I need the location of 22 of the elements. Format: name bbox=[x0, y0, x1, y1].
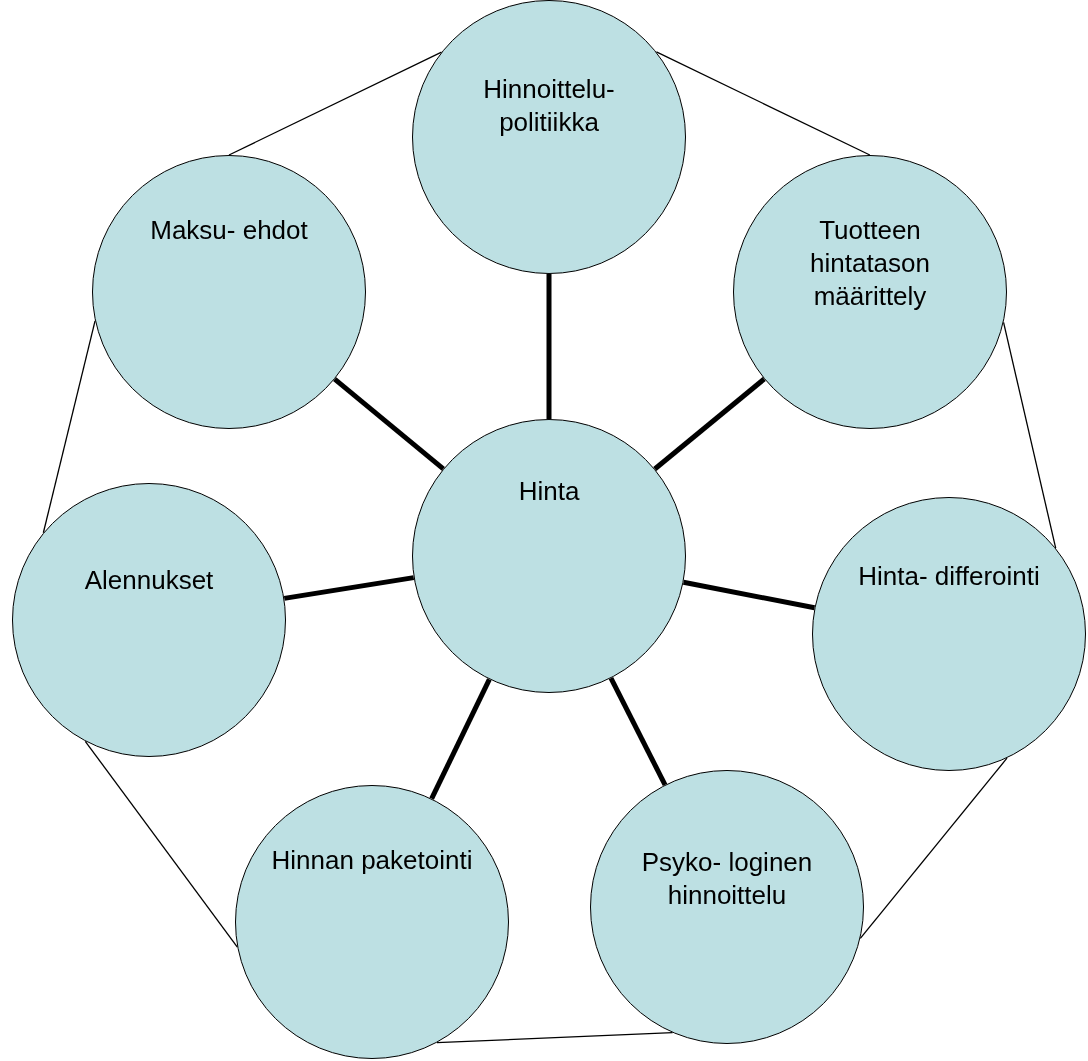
topic-label: Alennukset bbox=[83, 564, 215, 597]
connector-line bbox=[283, 575, 415, 601]
connector-line bbox=[228, 51, 443, 156]
connector-line bbox=[84, 740, 238, 948]
connector-line bbox=[42, 320, 96, 534]
topic-label: Maksu- ehdot bbox=[149, 214, 309, 247]
topic-label: Hinnan paketointi bbox=[270, 844, 474, 877]
topic-label: Hinta bbox=[517, 475, 581, 508]
connector-line bbox=[436, 1032, 674, 1044]
connector-line bbox=[608, 677, 668, 786]
connector-line bbox=[1002, 321, 1057, 549]
topic-label: Psyko- loginen hinnoittelu bbox=[640, 846, 814, 912]
topic-label: Tuotteen hintatason määrittely bbox=[809, 214, 931, 313]
connector-line bbox=[546, 274, 552, 419]
connector-line bbox=[333, 377, 445, 471]
connector-line bbox=[653, 377, 766, 471]
connector-line bbox=[683, 579, 815, 611]
connector-line bbox=[429, 678, 492, 800]
topic-label: Hinnoittelu- politiikka bbox=[482, 73, 616, 139]
connector-line bbox=[655, 51, 871, 156]
connector-line bbox=[859, 757, 1008, 940]
topic-label: Hinta- differointi bbox=[857, 560, 1041, 593]
